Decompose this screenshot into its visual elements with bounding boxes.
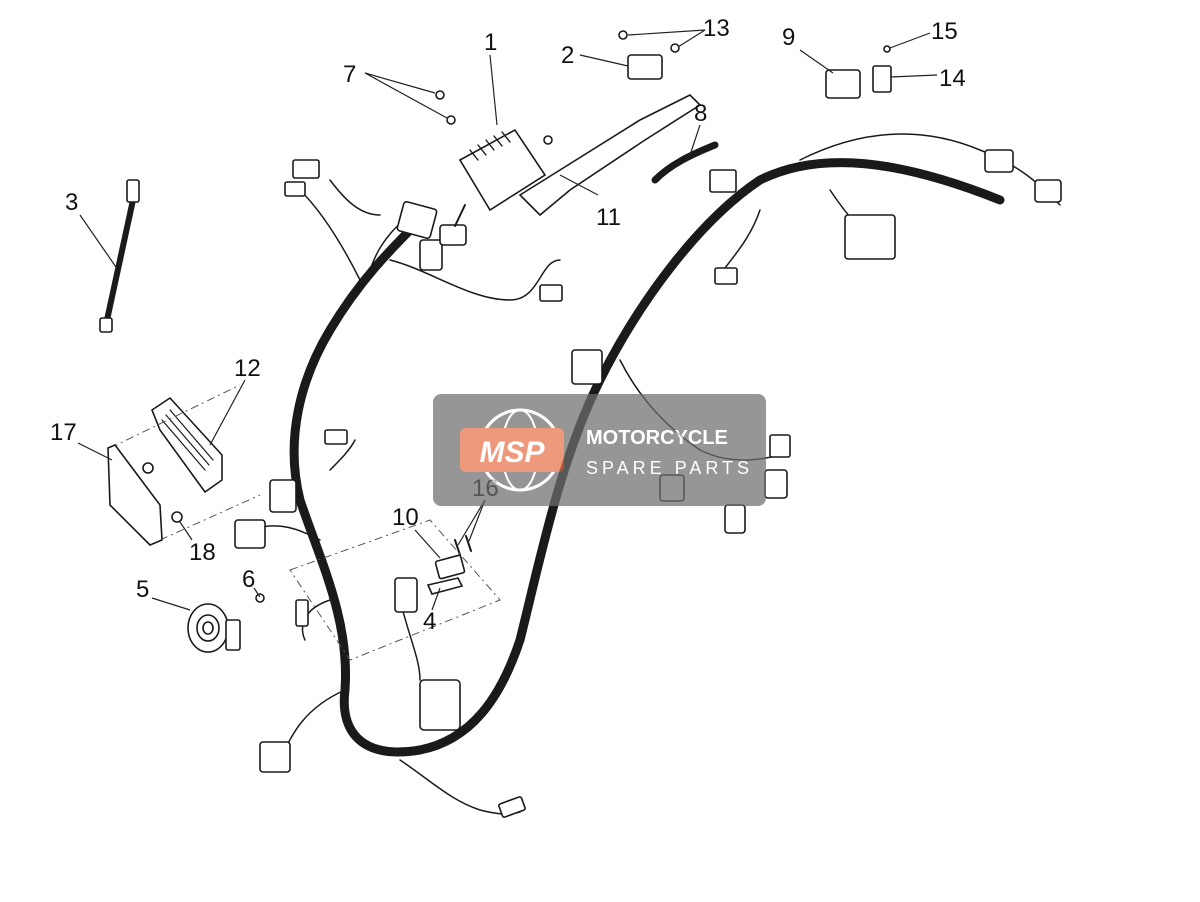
relay-part-9 <box>825 69 861 99</box>
callout-10: 10 <box>392 504 419 531</box>
screw-part-13b <box>670 43 680 53</box>
callout-7: 7 <box>343 61 356 88</box>
callout-13: 13 <box>703 15 730 42</box>
callout-15: 15 <box>931 18 958 45</box>
callout-14: 14 <box>939 65 966 92</box>
callout-2: 2 <box>561 42 574 69</box>
screw-part-7b <box>446 115 456 125</box>
horn-part <box>187 603 241 653</box>
watermark-line2: SPARE PARTS <box>586 458 753 478</box>
callout-9: 9 <box>782 24 795 51</box>
callout-6: 6 <box>242 566 255 593</box>
screw-part-17b <box>142 462 154 474</box>
watermark-box <box>433 394 766 506</box>
watermark-badge <box>460 428 564 472</box>
control-unit-part <box>109 384 261 541</box>
watermark: MSP MOTORCYCLE SPARE PARTS <box>433 394 766 506</box>
watermark-line1: MOTORCYCLE <box>586 427 728 449</box>
switch-part-14 <box>872 65 892 93</box>
callout-5: 5 <box>136 576 149 603</box>
callout-8: 8 <box>694 100 707 127</box>
callout-4: 4 <box>423 608 436 635</box>
regulator-part <box>439 128 547 246</box>
callout-11: 11 <box>596 204 621 231</box>
harness-connectors <box>234 149 1062 818</box>
bracket-part-17 <box>107 444 163 546</box>
callout-numbers: 1 2 3 4 5 6 7 8 9 10 11 12 13 14 15 16 1… <box>50 15 966 635</box>
callout-leaders <box>77 29 938 611</box>
callout-17: 17 <box>50 419 77 446</box>
watermark-badge-text: MSP <box>479 436 545 469</box>
screw-part-6 <box>255 593 265 603</box>
callout-1: 1 <box>484 29 497 56</box>
main-wiring-harness <box>249 133 1061 815</box>
relay-part-2 <box>627 54 663 80</box>
screw-part-18 <box>171 511 183 523</box>
screw-part-7a <box>435 90 445 100</box>
callout-3: 3 <box>65 189 78 216</box>
sensor-assembly <box>289 519 501 661</box>
callout-18: 18 <box>189 539 216 566</box>
callout-12: 12 <box>234 355 261 382</box>
screw-part-13a <box>618 30 628 40</box>
sensor-rod-part <box>99 179 140 333</box>
screw-part-15 <box>883 45 891 53</box>
bracket-part <box>518 94 702 217</box>
